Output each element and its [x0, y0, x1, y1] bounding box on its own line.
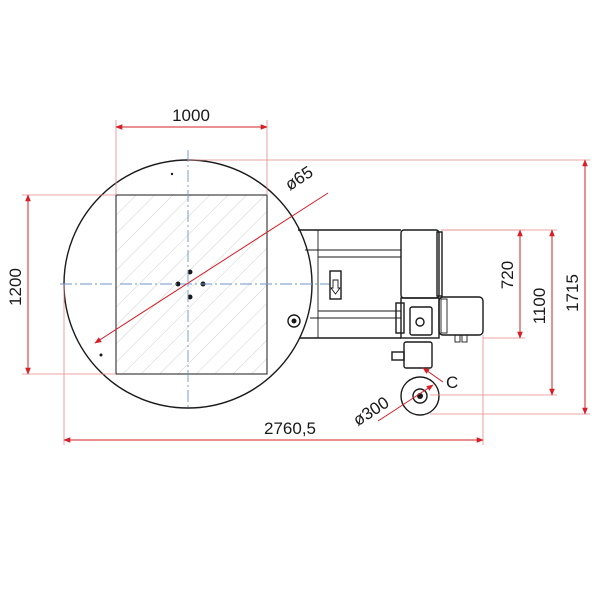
drive-head [391, 229, 484, 416]
dimensions: 1000 1200 ø65 720 1100 1715 2760,5 ø300 [6, 106, 590, 445]
dim-300 [394, 384, 434, 411]
edge-mark [99, 353, 103, 357]
indicator-arrow [330, 279, 341, 295]
dim-300-label: ø300 [350, 393, 393, 430]
turntable [60, 150, 330, 410]
load-area [115, 194, 268, 375]
gear-bolt [415, 317, 425, 327]
dim-65 [94, 192, 329, 344]
gear-plate [395, 302, 405, 334]
dim-1100-label: 1100 [530, 288, 549, 325]
head-housing [400, 229, 440, 299]
caster-fork [403, 341, 433, 369]
motor-foot-2 [461, 334, 468, 343]
small-mark [170, 172, 174, 176]
motor-endcap [440, 298, 448, 334]
center-hole-4 [187, 294, 193, 300]
dim-1000-label: 1000 [172, 106, 210, 125]
motor-foot-1 [454, 334, 461, 343]
caster-bolt [391, 351, 405, 361]
dim-2760-label: 2760,5 [264, 419, 316, 438]
caster-wheel-hub [412, 388, 428, 404]
dim-720-label: 720 [498, 261, 517, 289]
arm-frame [298, 229, 401, 339]
center-hole-2 [187, 269, 193, 275]
dim-65-label: ø65 [282, 162, 317, 194]
c-label: C [446, 373, 458, 392]
center-hole-1 [175, 281, 181, 287]
caster-wheel-outer [400, 376, 440, 416]
gear-block [409, 306, 433, 336]
dim-1200-label: 1200 [6, 268, 25, 306]
dim-1715-label: 1715 [563, 274, 582, 312]
head-flange [436, 231, 443, 297]
dim-300-leader [377, 409, 396, 422]
lock-knob-inner [291, 318, 297, 324]
motor-body [438, 296, 484, 336]
c-leader [422, 367, 444, 383]
lock-knob-outer [287, 314, 301, 328]
indicator-box [329, 270, 342, 300]
